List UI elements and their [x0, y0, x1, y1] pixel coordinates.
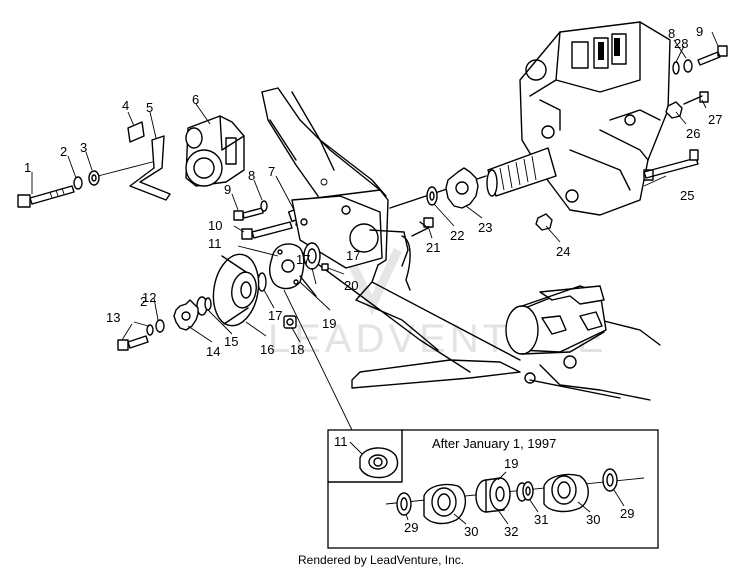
- inset-part-11: 11: [334, 434, 399, 479]
- leader-lines: [31, 31, 719, 431]
- part-13-bolt: [117, 335, 149, 351]
- callout-13: 13: [106, 310, 120, 325]
- transmission-housing: [519, 21, 671, 216]
- part-22-washer: [426, 186, 438, 206]
- callout-25: 25: [680, 188, 694, 203]
- inset-callout-19: 19: [504, 456, 518, 471]
- inset-box: After January 1, 1997 11 29 30: [327, 429, 659, 549]
- callout-27: 27: [708, 112, 722, 127]
- part-28-washer: [672, 61, 680, 75]
- callout-16: 16: [260, 342, 274, 357]
- part-1-bolt: [17, 185, 75, 208]
- part-27-bolt: [683, 91, 709, 105]
- inset-part-19: 19: [497, 456, 518, 481]
- callout-22: 22: [450, 228, 464, 243]
- callout-6: 6: [192, 92, 199, 107]
- part-5-bracket: [129, 135, 171, 201]
- callout-4: 4: [122, 98, 129, 113]
- part-11-flange-bearing: [269, 243, 305, 290]
- inset-part-30-left: 30: [423, 483, 478, 539]
- part-18-nut: [283, 315, 297, 329]
- callout-8b: 8: [668, 26, 675, 41]
- inset-callout-29a: 29: [404, 520, 418, 535]
- callout-14: 14: [206, 344, 220, 359]
- part-25-bolt: [643, 149, 699, 181]
- callout-20: 20: [344, 278, 358, 293]
- part-8b-washer: [683, 59, 693, 73]
- inset-callout-31: 31: [534, 512, 548, 527]
- part-24-nut: [535, 213, 553, 231]
- callout-1: 1: [24, 160, 31, 175]
- callout-3: 3: [80, 140, 87, 155]
- callout-9b: 9: [696, 24, 703, 39]
- callout-18: 18: [290, 342, 304, 357]
- part-17-bearing: [303, 242, 321, 270]
- callout-24: 24: [556, 244, 570, 259]
- part-9-bolt: [233, 207, 264, 221]
- callout-19: 19: [322, 316, 336, 331]
- inset-callout-30b: 30: [586, 512, 600, 527]
- mounting-plate: [291, 195, 411, 291]
- inset-callout-29b: 29: [620, 506, 634, 521]
- callout-5: 5: [146, 100, 153, 115]
- inset-part-31: 31: [516, 481, 548, 527]
- inset-callout-32: 32: [504, 524, 518, 539]
- inset-callout-11: 11: [334, 434, 348, 449]
- part-21-bolt: [411, 217, 434, 237]
- callout-11: 11: [208, 236, 222, 251]
- callout-12: 12: [142, 290, 156, 305]
- inset-part-29-right: 29: [602, 468, 634, 521]
- inset-callout-30a: 30: [464, 524, 478, 539]
- callout-28: 28: [674, 36, 688, 51]
- callout-21: 21: [426, 240, 440, 255]
- part-3-washer: [88, 170, 100, 186]
- callout-17b: 17: [346, 248, 360, 263]
- callout-15: 15: [224, 334, 238, 349]
- footwell-panel: [505, 285, 607, 384]
- callout-7: 7: [268, 164, 275, 179]
- callout-26: 26: [686, 126, 700, 141]
- inset-part-30-right: 30: [543, 473, 600, 527]
- part-6-housing: [185, 115, 245, 187]
- part-2-lockwasher: [73, 176, 83, 190]
- callout-23: 23: [478, 220, 492, 235]
- callout-8: 8: [248, 168, 255, 183]
- callout-10: 10: [208, 218, 222, 233]
- inset-part-32: 32: [475, 477, 518, 539]
- callout-17: 17: [268, 308, 282, 323]
- part-9b-bolt: [697, 45, 728, 66]
- footer-credit: Rendered by LeadVenture, Inc.: [298, 553, 464, 567]
- part-14-sprocket: [173, 299, 199, 331]
- part-15-spacer: [196, 296, 212, 316]
- part-23-sprocket: [445, 167, 479, 209]
- callout-labels: 1 2 3 4 5 6 7 8 9 10 11 12 13 14 15 16 1…: [24, 24, 722, 359]
- part-20-pin: [321, 263, 329, 271]
- part-8-washer: [260, 200, 268, 212]
- part-19-bearing: [299, 275, 317, 297]
- callout-2: 2: [60, 144, 67, 159]
- part-16-pulley: [212, 253, 260, 327]
- part-10-bolt: [241, 221, 293, 240]
- inset-title: After January 1, 1997: [432, 436, 556, 451]
- callout-9: 9: [224, 182, 231, 197]
- callout-17c: 17: [296, 252, 310, 267]
- callout-2b: 2: [140, 294, 147, 309]
- inset-part-29-left: 29: [396, 492, 418, 535]
- part-2b-lockwasher: [146, 324, 154, 336]
- part-12-washer: [155, 319, 165, 333]
- part-4-plate: [127, 121, 145, 143]
